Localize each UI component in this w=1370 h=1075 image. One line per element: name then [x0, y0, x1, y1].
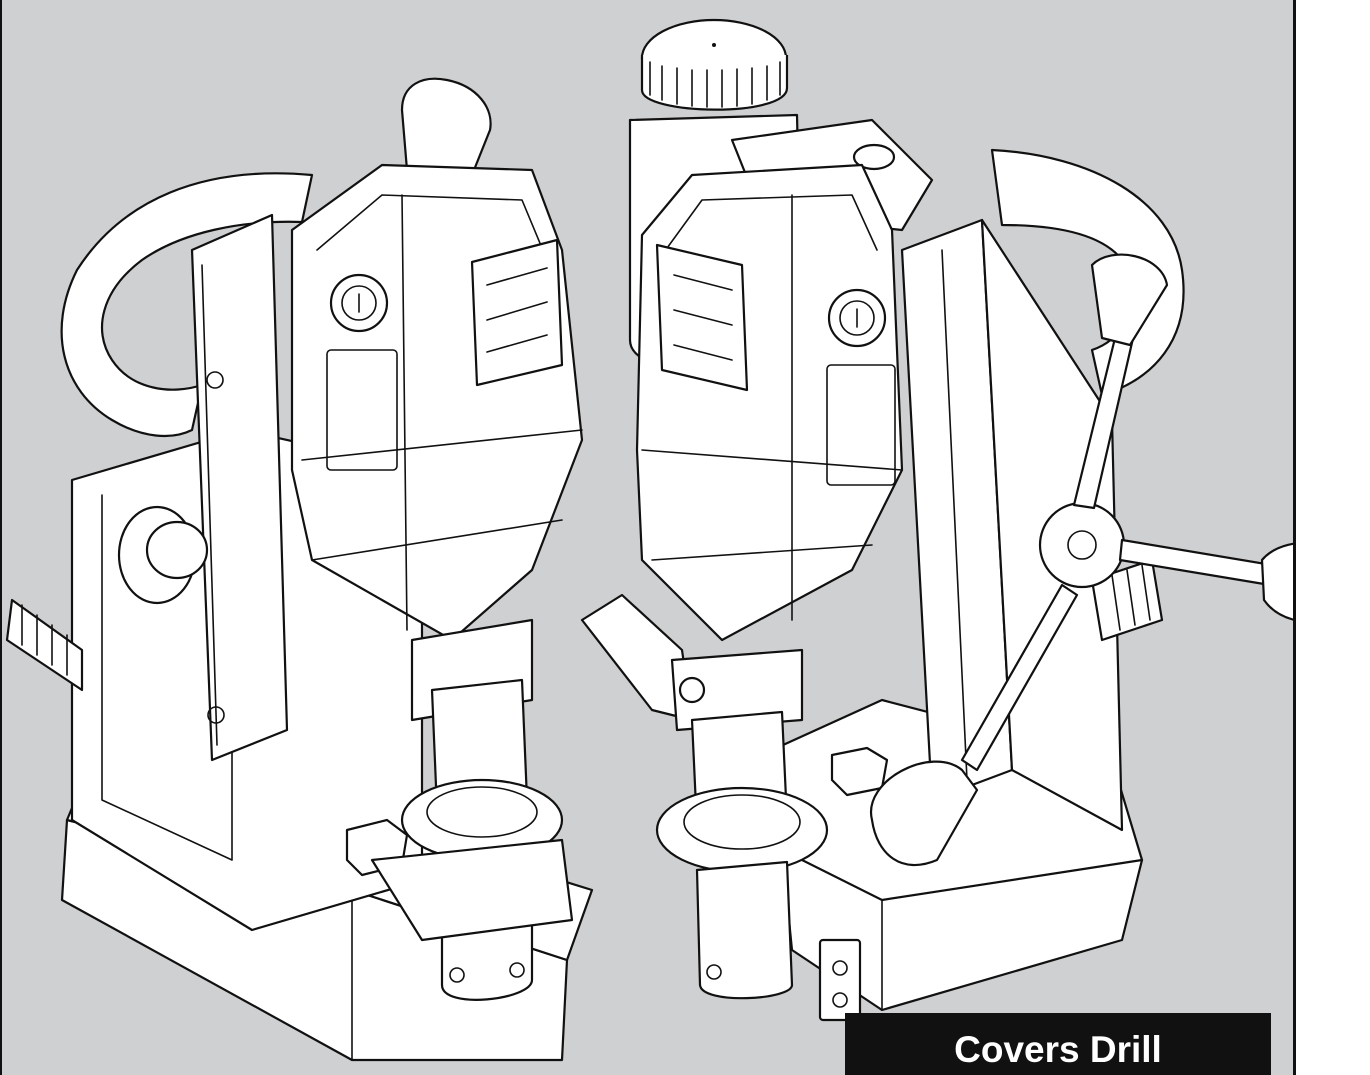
right-drill — [580, 18, 1293, 1022]
cover-label: Covers Drill — [845, 1013, 1271, 1075]
illustration-panel: Covers Drill — [0, 0, 1296, 1075]
left-drill — [5, 77, 594, 1062]
magnetic-drill-illustration — [5, 18, 1293, 1062]
